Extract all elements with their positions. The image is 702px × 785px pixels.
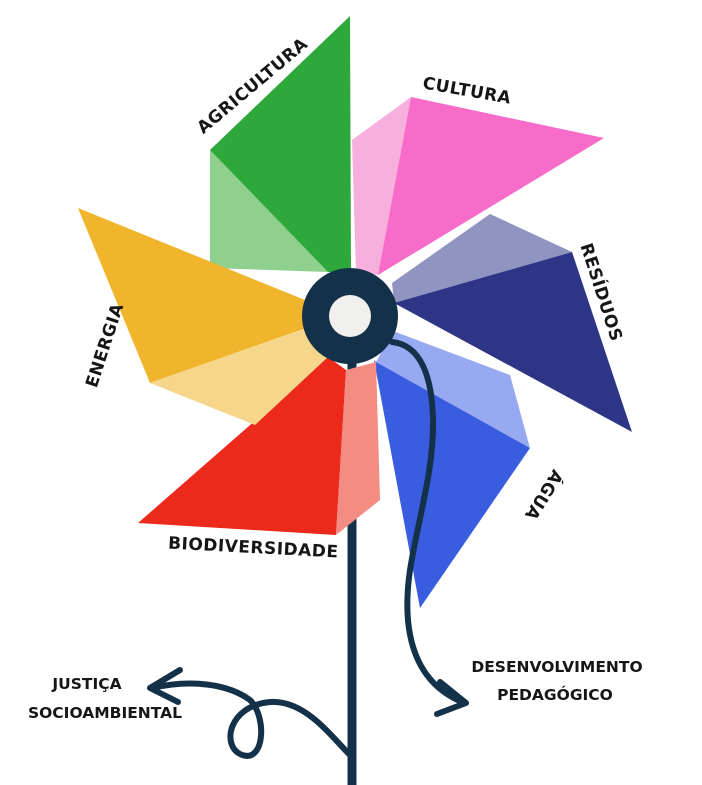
blade-energia (78, 208, 328, 425)
blade-cultura-dark (378, 97, 604, 275)
blade-residuos (392, 214, 632, 432)
branch-left-swirl (149, 680, 353, 759)
blade-cultura (352, 97, 604, 275)
branch-right-swirl (389, 339, 465, 705)
branch-right-arrowhead (434, 679, 469, 717)
branch-left-arrowhead (147, 667, 183, 705)
blade-agricultura-dark (210, 16, 351, 272)
hub-center (329, 295, 371, 337)
blade-biodiversidade-dark (138, 357, 346, 535)
label-justica: JUSTIÇA (51, 675, 121, 693)
label-pedagogico: PEDAGÓGICO (497, 685, 613, 704)
blade-energia-light (150, 327, 328, 425)
label-agua: ÁGUA (520, 466, 568, 525)
blade-agricultura (210, 16, 351, 272)
blade-agua (374, 331, 530, 608)
blade-residuos-light (392, 214, 572, 303)
label-energia: ENERGIA (82, 300, 128, 390)
blade-biodiversidade-light (336, 362, 380, 535)
blade-cultura-light (352, 97, 411, 275)
label-desenvolvimento: DESENVOLVIMENTO (471, 658, 642, 676)
label-biodiversidade: BIODIVERSIDADE (168, 534, 339, 563)
blade-residuos-dark (394, 252, 632, 432)
blade-biodiversidade (138, 357, 380, 535)
blade-agua-light (376, 331, 530, 448)
label-socioambiental: SOCIOAMBIENTAL (28, 704, 182, 722)
blade-energia-dark (78, 208, 309, 383)
